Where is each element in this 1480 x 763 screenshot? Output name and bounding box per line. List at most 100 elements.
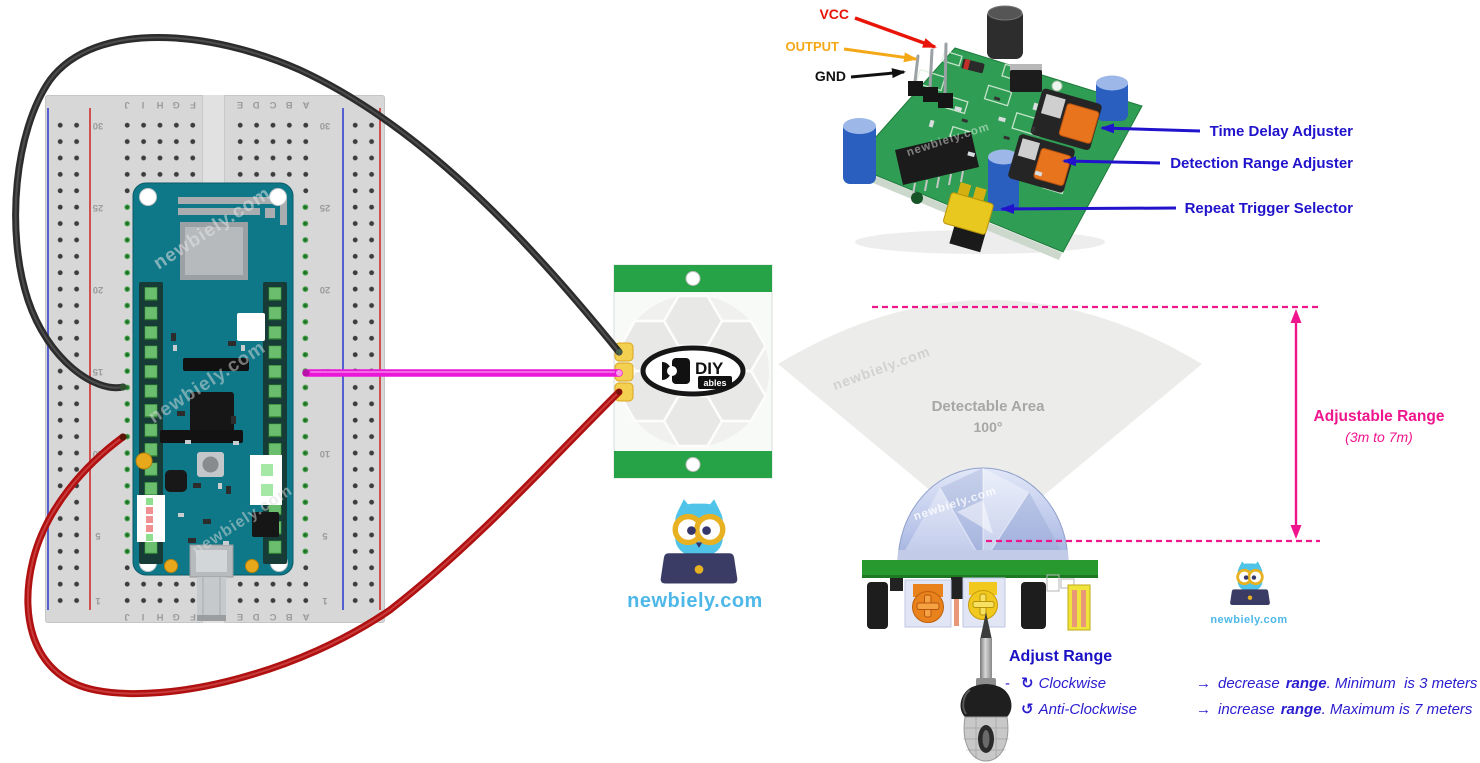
vcc-arrow [854, 16, 937, 49]
led-lights [146, 498, 153, 541]
adjustable-range-value: (3m to 7m) [1345, 429, 1413, 445]
gnd-label: GND [814, 68, 846, 84]
note-text: . Maximum is 7 meters [1321, 701, 1473, 718]
detectable-area-angle: 100° [973, 419, 1003, 435]
sensor-hole [685, 457, 701, 472]
adjustable-range-indicator [872, 305, 1320, 543]
time-delay-arrow [1100, 123, 1201, 134]
breadboard-column-letter: I [141, 99, 145, 110]
breadboard-row-number: 25 [92, 202, 104, 213]
action-text: increase [1218, 701, 1275, 718]
jumper-block [1067, 584, 1091, 631]
ic-legs [912, 170, 964, 195]
breadboard-row-number: 20 [92, 284, 104, 295]
adjust-range-instructions: Adjust Range - ↻Clockwise → decrease ran… [1005, 648, 1480, 723]
smd-components [928, 96, 1043, 177]
diode-band [963, 58, 971, 70]
owl-eye [1251, 575, 1257, 580]
microcontroller-chip [190, 392, 234, 436]
breadboard-column-letter: D [252, 99, 260, 110]
detectable-area-label: Detectable Area [931, 398, 1045, 415]
breadboard-rail-line-blue-left [47, 108, 49, 610]
pir-module-back-view [843, 5, 1143, 260]
detection-range-adjuster-label: Detection Range Adjuster [1170, 155, 1353, 172]
screwdriver-handle-top [960, 684, 1012, 717]
adjust-range-title: Adjust Range [1009, 648, 1113, 665]
breadboard-row-number: 25 [319, 202, 331, 213]
breadboard-right-rail-holes [347, 117, 380, 610]
owl-beak [695, 542, 703, 548]
mounting-hole [1051, 80, 1063, 92]
time-delay-adjuster-label: Time Delay Adjuster [1209, 123, 1353, 140]
connector-block [250, 455, 282, 505]
breadboard-column-letter: J [124, 99, 130, 110]
component [951, 577, 963, 599]
breadboard-row-number: 15 [319, 366, 331, 377]
diyables-sub-box [698, 376, 732, 389]
note-text: . Minimum is 3 meters [1326, 675, 1478, 692]
capacitor [1021, 582, 1046, 629]
owl-eye [1243, 575, 1249, 580]
output-label: OUTPUT [785, 39, 839, 54]
laptop-logo-dot [1247, 595, 1253, 600]
detection-range-arrow [1062, 156, 1161, 167]
owl-eye [702, 526, 711, 535]
ic-chip [165, 470, 187, 492]
arrow-up-icon [1290, 309, 1302, 323]
detectable-area-fan [778, 300, 1202, 540]
diyables-brand-text: DIY [695, 359, 724, 378]
screwdriver [960, 612, 1012, 762]
breadboard-column-letter: C [269, 99, 277, 110]
blue-capacitors [843, 75, 1128, 211]
target-text: range [1280, 701, 1322, 718]
bullet: - [1005, 675, 1010, 692]
sensor-hole [685, 271, 701, 286]
target-text: range [1285, 675, 1327, 692]
breadboard-row-number: 1 [95, 595, 101, 606]
mounting-hole [139, 188, 157, 206]
screwdriver-tip [980, 612, 992, 640]
handle-logo-inner [982, 730, 990, 748]
pir-sensor-front-view: DIY ables [613, 264, 773, 479]
repeat-trigger-selector-label: Repeat Trigger Selector [1184, 200, 1353, 217]
adjustable-range-label: Adjustable Range [1313, 408, 1445, 425]
arduino-mkr-board [132, 182, 294, 621]
component [890, 578, 903, 591]
breadboard-row-number: 5 [95, 530, 101, 541]
clockwise-icon: ↻ [1021, 675, 1034, 692]
breadboard-row-number: 5 [322, 530, 328, 541]
capacitor [867, 582, 888, 629]
vcc-label: VCC [819, 6, 849, 22]
ic-chip [895, 132, 979, 185]
capacitor-top [987, 5, 1023, 21]
electrolytic-capacitor [987, 9, 1023, 59]
usb-connector [189, 544, 234, 621]
output-arrow [843, 47, 918, 63]
test-pad [135, 452, 153, 470]
mounting-hole [911, 192, 923, 204]
ic-chip [160, 430, 243, 443]
connector-pad [261, 464, 273, 476]
crypto-chip [237, 313, 265, 341]
breadboard-row-number: 30 [92, 120, 104, 131]
diyables-logo-glyph [672, 358, 690, 384]
detection-range-trimpot [1008, 134, 1075, 193]
direction-text: Clockwise [1038, 675, 1107, 692]
connector-pad [261, 484, 273, 496]
breadboard-row-number: 15 [92, 366, 104, 377]
sensor-pcb-bar [862, 560, 1098, 578]
newbiely-owl-logo [660, 499, 738, 584]
direction-text: Anti-Clockwise [1038, 701, 1137, 718]
owl-eye [687, 526, 696, 535]
sensor-pin-block [614, 342, 634, 402]
breadboard-column-letter: J [124, 611, 130, 622]
anti-clockwise-icon: ↺ [1021, 701, 1034, 718]
ic-chip [183, 358, 249, 371]
detection-range-potentiometer [968, 582, 998, 620]
newbiely-site-text-small: newbiely.com [1210, 614, 1288, 626]
breadboard-column-letter: E [236, 99, 244, 110]
right-arrow-icon: → [1196, 675, 1211, 692]
newbiely-owl-logo-small [1230, 561, 1270, 605]
reset-button-cap [202, 456, 219, 473]
action-text: decrease [1218, 675, 1280, 692]
